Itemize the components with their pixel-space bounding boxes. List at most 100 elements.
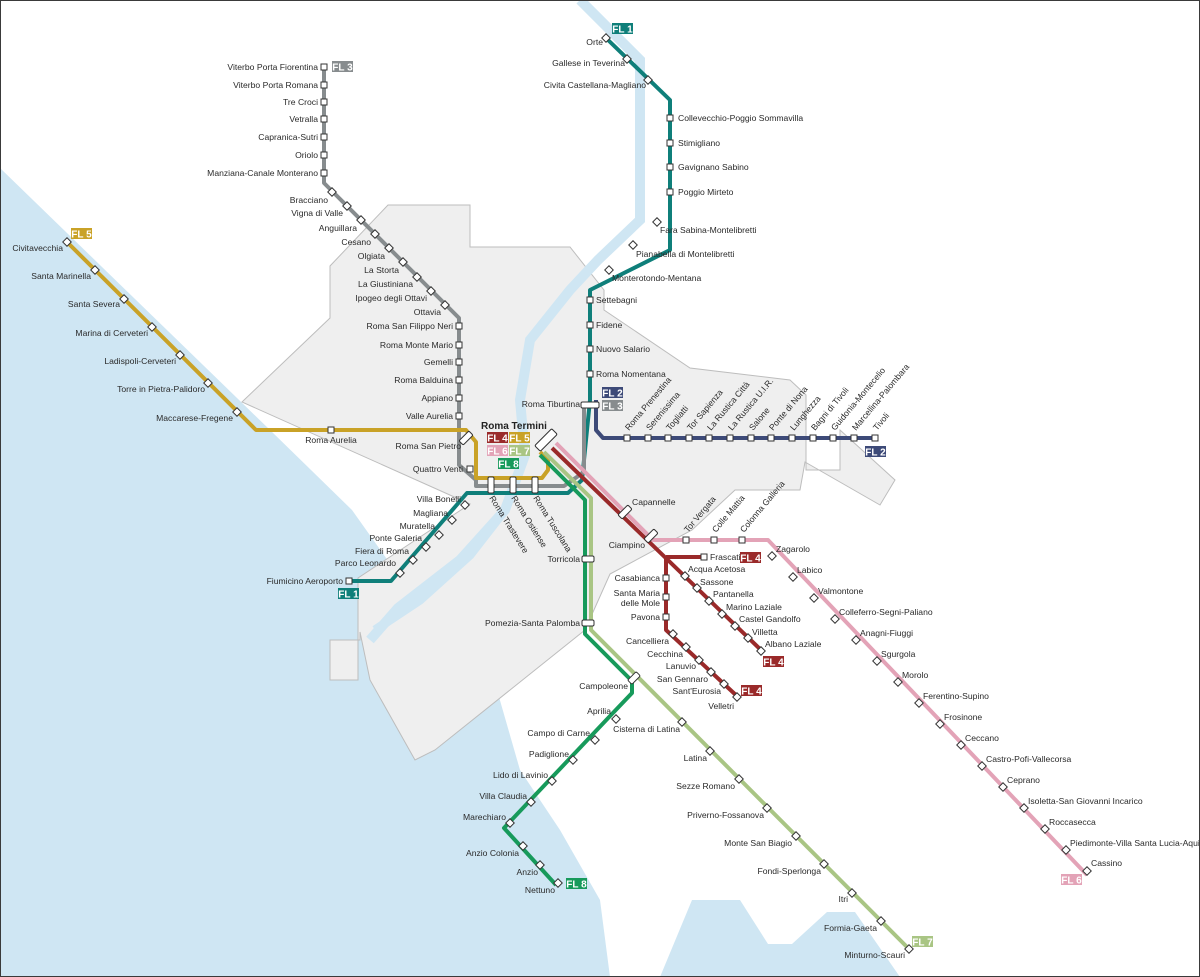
station-albano-laziale[interactable]: Albano Laziale: [756, 639, 822, 656]
station-maccarese-fregene[interactable]: Maccarese-Fregene: [156, 407, 242, 423]
station-valmontone[interactable]: Valmontone: [809, 586, 864, 603]
station-lido-di-lavinio[interactable]: Lido di Lavinio: [493, 770, 557, 786]
interchange-roma-san-pietro[interactable]: Roma San Pietro: [396, 431, 474, 451]
station-santa-severa[interactable]: Santa Severa: [68, 294, 129, 309]
station-vigna-di-valle[interactable]: Vigna di Valle: [291, 201, 352, 218]
station-labico[interactable]: Labico: [788, 565, 823, 582]
station-gallese-in-teverina[interactable]: Gallese in Teverina: [552, 54, 632, 68]
station-marechiaro[interactable]: Marechiaro: [463, 812, 515, 828]
station-aprilia[interactable]: Aprilia: [587, 706, 621, 724]
station-pavona[interactable]: Pavona: [631, 612, 670, 622]
station-castro-pofi-vallecorsa[interactable]: Castro-Pofi-Vallecorsa: [977, 754, 1072, 771]
line-badge-fl-1[interactable]: FL 1: [612, 23, 633, 36]
line-badge-fl-6[interactable]: FL 6: [1061, 874, 1082, 887]
station-quattro-venti[interactable]: Quattro Venti: [413, 464, 474, 474]
station-pantanella[interactable]: Pantanella: [704, 589, 754, 606]
line-badge-fl-4[interactable]: FL 4: [740, 552, 761, 565]
station-valle-aurelia[interactable]: Valle Aurelia: [406, 411, 463, 421]
station-la-storta[interactable]: La Storta: [364, 257, 408, 275]
station-poggio-mirteto[interactable]: Poggio Mirteto: [666, 187, 734, 197]
station-monterotondo-mentana[interactable]: Monterotondo-Mentana: [604, 265, 702, 283]
station-zagarolo[interactable]: Zagarolo: [767, 544, 810, 561]
station-casabianca[interactable]: Casabianca: [615, 573, 670, 583]
line-badge-fl-2[interactable]: FL 2: [602, 387, 623, 400]
station-tivoli[interactable]: Tivoli: [871, 411, 891, 442]
station-collevecchio-poggio-sommavilla[interactable]: Collevecchio-Poggio Sommavilla: [666, 113, 803, 123]
station-villetta[interactable]: Villetta: [743, 627, 778, 643]
station-oriolo[interactable]: Oriolo: [295, 150, 328, 160]
station-viterbo-porta-fiorentina[interactable]: Viterbo Porta Fiorentina: [227, 62, 328, 72]
interchange-torricola[interactable]: Torricola: [548, 554, 595, 564]
station-orte[interactable]: Orte: [586, 33, 611, 47]
station-fiumicino-aeroporto[interactable]: Fiumicino Aeroporto: [267, 576, 353, 586]
station-la-giustiniana[interactable]: La Giustiniana: [358, 272, 422, 289]
station-campo-di-carne[interactable]: Campo di Carne: [527, 728, 600, 745]
line-badge-fl-1[interactable]: FL 1: [338, 588, 359, 601]
station-frascati[interactable]: Frascati: [700, 552, 741, 562]
station-fiera-di-roma[interactable]: Fiera di Roma: [355, 546, 418, 565]
line-badge-fl-8[interactable]: FL 8: [498, 458, 519, 471]
station-santa-marinella[interactable]: Santa Marinella: [31, 265, 100, 281]
interchange-campoleone[interactable]: Campoleone: [579, 671, 641, 691]
station-acqua-acetosa[interactable]: Acqua Acetosa: [680, 564, 746, 581]
station-parco-leonardo[interactable]: Parco Leonardo: [335, 558, 405, 578]
station-tre-croci[interactable]: Tre Croci: [283, 97, 328, 107]
station-isoletta-san-giovanni-incarico[interactable]: Isoletta-San Giovanni Incarico: [1019, 796, 1143, 813]
station-capranica-sutri[interactable]: Capranica-Sutri: [258, 132, 328, 142]
station-fara-sabina-montelibretti[interactable]: Fara Sabina-Montelibretti: [652, 217, 757, 235]
station-villa-bonelli[interactable]: Villa Bonelli: [417, 494, 470, 510]
station-sezze-romano[interactable]: Sezze Romano: [676, 774, 744, 791]
station-roma-balduina[interactable]: Roma Balduina: [394, 375, 463, 385]
station-anzio[interactable]: Anzio: [517, 860, 545, 877]
station-morolo[interactable]: Morolo: [893, 670, 929, 687]
station-formia-gaeta[interactable]: Formia-Gaeta: [824, 916, 886, 933]
station-roma-san-filippo-neri[interactable]: Roma San Filippo Neri: [367, 321, 463, 331]
station-magliana[interactable]: Magliana: [413, 508, 457, 525]
station-fondi-sperlonga[interactable]: Fondi-Sperlonga: [757, 859, 829, 876]
station-san-gennaro[interactable]: San Gennaro: [657, 667, 716, 684]
line-badge-fl-2[interactable]: FL 2: [865, 446, 886, 459]
station-vetralla[interactable]: Vetralla: [289, 114, 328, 124]
station-appiano[interactable]: Appiano: [421, 393, 463, 403]
station-anagni-fiuggi[interactable]: Anagni-Fiuggi: [851, 628, 913, 645]
line-badge-fl-5[interactable]: FL 5: [509, 432, 530, 445]
station-torre-in-pietra-palidoro[interactable]: Torre in Pietra-Palidoro: [117, 378, 213, 394]
station-cisterna-di-latina[interactable]: Cisterna di Latina: [613, 717, 687, 734]
station-ottavia[interactable]: Ottavia: [414, 300, 450, 317]
station-cesano[interactable]: Cesano: [341, 229, 380, 247]
station-ferentino-supino[interactable]: Ferentino-Supino: [914, 691, 989, 708]
station-sant-eurosia[interactable]: Sant'Eurosia: [673, 679, 729, 696]
station-villa-claudia[interactable]: Villa Claudia: [479, 791, 536, 807]
station-minturno-scauri[interactable]: Minturno-Scauri: [844, 944, 914, 960]
station-settebagni[interactable]: Settebagni: [586, 295, 637, 305]
station-nettuno[interactable]: Nettuno: [525, 878, 563, 895]
station-marina-di-cerveteri[interactable]: Marina di Cerveteri: [75, 322, 157, 338]
line-badge-fl-4[interactable]: FL 4: [741, 685, 762, 698]
station-latina[interactable]: Latina: [684, 746, 715, 763]
station-frosinone[interactable]: Frosinone: [935, 712, 983, 729]
station-viterbo-porta-romana[interactable]: Viterbo Porta Romana: [233, 80, 328, 90]
station-stimigliano[interactable]: Stimigliano: [666, 138, 720, 148]
interchange-capannelle[interactable]: Capannelle: [618, 497, 676, 519]
station-sgurgola[interactable]: Sgurgola: [872, 649, 916, 666]
station-cecchina[interactable]: Cecchina: [647, 642, 691, 659]
station-muratella[interactable]: Muratella: [400, 521, 444, 540]
station-ponte-galeria[interactable]: Ponte Galeria: [369, 533, 431, 552]
station-roma-aurelia[interactable]: Roma Aurelia: [305, 426, 357, 445]
interchange-roma-tiburtina[interactable]: Roma Tiburtina: [522, 399, 600, 409]
station-ceccano[interactable]: Ceccano: [956, 733, 999, 750]
station-anguillara[interactable]: Anguillara: [319, 215, 366, 233]
line-badge-fl-7[interactable]: FL 7: [509, 445, 530, 458]
interchange-pomezia-santa-palomba[interactable]: Pomezia-Santa Palomba: [485, 618, 595, 628]
station-fidene[interactable]: Fidene: [586, 320, 622, 330]
station-ladispoli-cerveteri[interactable]: Ladispoli-Cerveteri: [104, 350, 185, 366]
station-colleferro-segni-paliano[interactable]: Colleferro-Segni-Paliano: [830, 607, 933, 624]
interchange-ciampino[interactable]: Ciampino: [609, 529, 658, 550]
station-lanuvio[interactable]: Lanuvio: [666, 655, 704, 671]
station-sassone[interactable]: Sassone: [692, 577, 734, 593]
line-badge-fl-4[interactable]: FL 4: [487, 432, 508, 445]
station-roma-monte-mario[interactable]: Roma Monte Mario: [380, 340, 463, 350]
station-nuovo-salario[interactable]: Nuovo Salario: [586, 344, 650, 354]
station-gemelli[interactable]: Gemelli: [424, 357, 463, 367]
